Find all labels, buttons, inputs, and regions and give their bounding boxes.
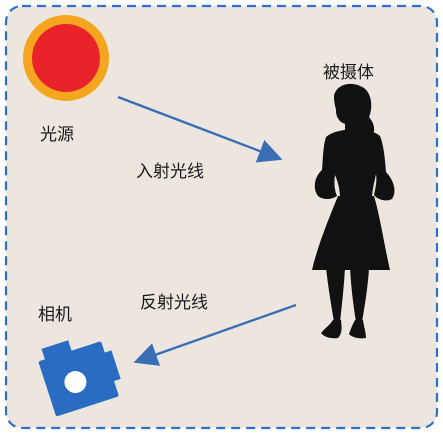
incident-light-arrow <box>117 95 283 163</box>
incident-light-label: 入射光线 <box>136 162 204 182</box>
light-source-label: 光源 <box>40 125 74 145</box>
reflected-light-arrow <box>133 303 297 366</box>
camera-icon <box>38 340 121 417</box>
sun-icon <box>23 15 109 101</box>
woman-silhouette-icon <box>312 83 395 339</box>
reflected-light-label: 反射光线 <box>140 293 208 313</box>
subject-label: 被摄体 <box>323 63 374 83</box>
camera-label: 相机 <box>38 305 72 325</box>
diagram-panel <box>4 4 439 430</box>
